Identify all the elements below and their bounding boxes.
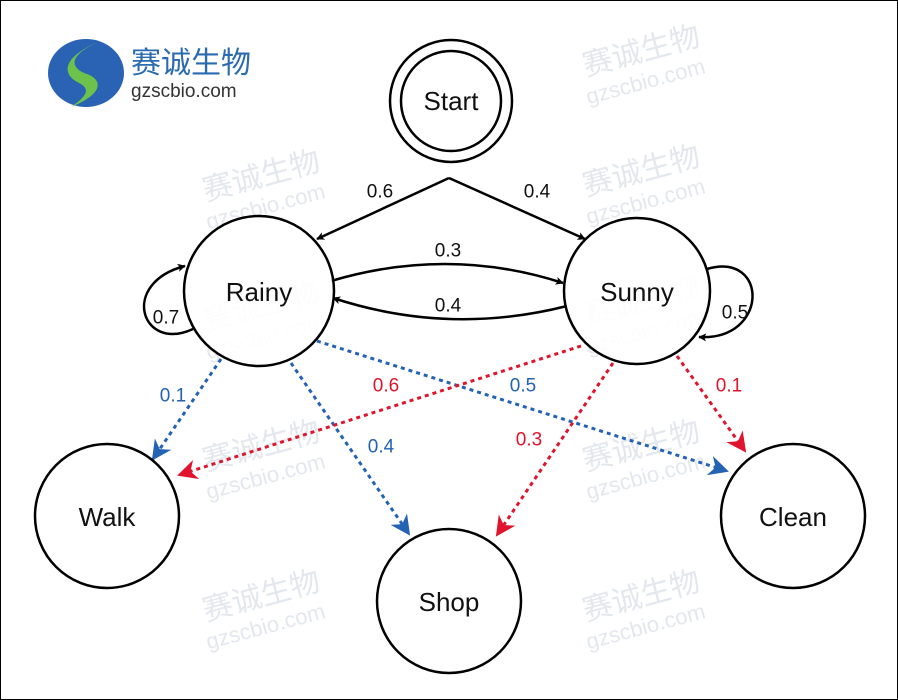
label-sunny-walk: 0.6 <box>373 376 399 397</box>
label-sunny-self: 0.5 <box>722 303 748 324</box>
logo-mark-icon <box>48 39 124 107</box>
node-walk: Walk <box>33 442 181 590</box>
edge-rainy-self <box>142 263 194 336</box>
label-start-rainy: 0.6 <box>367 182 393 203</box>
emission-edges <box>151 339 747 537</box>
label-rainy-clean: 0.5 <box>510 376 536 397</box>
node-shop: Shop <box>375 527 523 675</box>
node-label-walk: Walk <box>79 502 137 532</box>
label-rainy-self: 0.7 <box>153 308 179 329</box>
transition-edges <box>142 176 754 342</box>
edge-start-rainy <box>316 176 450 241</box>
node-label-start: Start <box>424 86 480 116</box>
edge-sunny-shop <box>495 362 615 537</box>
node-label-sunny: Sunny <box>600 277 674 307</box>
label-rainy-shop: 0.4 <box>368 437 395 458</box>
logo-name-cn: 赛诚生物 <box>131 46 251 81</box>
watermark-tile: 赛诚生物 gzscbio.com <box>199 564 328 654</box>
edge-labels: 0.6 0.4 0.3 0.4 0.7 0.5 0.1 0.4 0.5 0.6 … <box>153 182 748 458</box>
edge-sunny-self <box>698 265 754 342</box>
label-sunny-rainy: 0.4 <box>435 296 462 317</box>
node-label-shop: Shop <box>419 587 480 617</box>
logo-domain: gzscbio.com <box>131 81 237 102</box>
node-clean: Clean <box>719 442 867 590</box>
watermark-tile: 赛诚生物 gzscbio.com <box>579 414 708 504</box>
label-rainy-walk: 0.1 <box>160 386 186 407</box>
company-logo: 赛诚生物 gzscbio.com <box>48 39 251 107</box>
label-sunny-shop: 0.3 <box>516 430 542 451</box>
edge-sunny-clean <box>675 355 747 453</box>
label-sunny-clean: 0.1 <box>716 376 742 397</box>
node-sunny: Sunny <box>562 216 712 366</box>
edge-start-sunny <box>448 176 586 241</box>
watermark-tile: 赛诚生物 gzscbio.com <box>579 564 708 654</box>
edge-rainy-shop <box>289 362 411 536</box>
watermark-tile: 赛诚生物 gzscbio.com <box>579 139 708 229</box>
edge-sunny-walk <box>177 344 582 480</box>
label-rainy-sunny: 0.3 <box>435 241 461 262</box>
node-rainy: Rainy <box>182 214 336 368</box>
edge-sunny-rainy <box>332 296 568 321</box>
watermark-tile: 赛诚生物 gzscbio.com <box>579 19 708 109</box>
node-label-clean: Clean <box>759 502 827 532</box>
watermark-tile: 赛诚生物 gzscbio.com <box>199 414 328 504</box>
edge-rainy-sunny <box>330 262 564 285</box>
label-start-sunny: 0.4 <box>524 182 551 203</box>
node-label-rainy: Rainy <box>226 277 292 307</box>
node-start: Start <box>388 38 514 164</box>
